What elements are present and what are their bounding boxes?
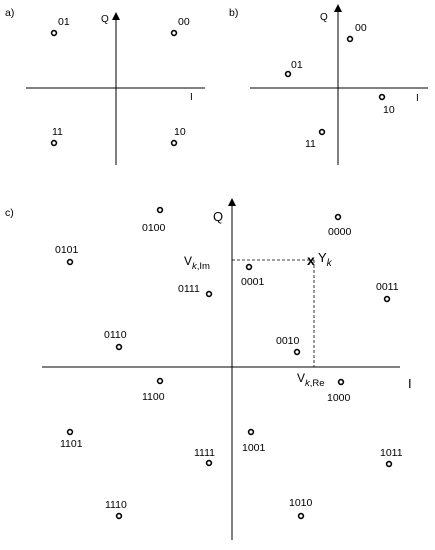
panel-c-point-0000: [334, 213, 342, 221]
panel-a-label-10: 10: [174, 126, 186, 138]
panel-b-q-label: Q: [320, 12, 328, 23]
panel-c-tag: c): [5, 207, 14, 219]
panel-c-point-0010: [293, 348, 301, 356]
panel-a-label-01: 01: [58, 16, 70, 28]
panel-b-label-01: 01: [291, 59, 303, 71]
panel-c-label-0110: 0110: [104, 329, 127, 341]
panel-b-i-label: I: [416, 93, 419, 104]
v-im-base: V: [184, 254, 192, 268]
panel-c-point-1111: [205, 459, 213, 467]
panel-c-point-1000: [337, 378, 345, 386]
panel-b: b) Q I 00 01 10 11: [229, 4, 428, 165]
panel-a-i-label: I: [190, 92, 193, 103]
panel-c-i-label: I: [408, 376, 412, 391]
panel-c-label-1100: 1100: [142, 391, 165, 403]
panel-b-label-11: 11: [305, 138, 316, 150]
panel-c-label-0000: 0000: [328, 226, 352, 238]
panel-c-point-0001: [245, 263, 253, 271]
panel-c-label-1011: 1011: [380, 447, 403, 459]
v-re-base: V: [297, 371, 305, 385]
panel-c-label-1000: 1000: [327, 392, 351, 404]
panel-c-label-0010: 0010: [276, 335, 300, 347]
panel-c-label-0101: 0101: [55, 244, 79, 256]
panel-a-tag: a): [5, 7, 14, 19]
panel-a-point-11: [50, 139, 58, 147]
v-re-sub-k: k: [305, 378, 311, 389]
v-im-sub-rest: ,Im: [197, 261, 210, 272]
received-symbol-x: x: [307, 252, 315, 268]
panel-c-label-0111: 0111: [178, 283, 200, 295]
panel-c-point-0100: [156, 206, 164, 214]
panel-b-point-01: [284, 70, 292, 78]
panel-c-label-1110: 1110: [105, 499, 127, 511]
panel-a-point-10: [170, 139, 178, 147]
received-symbol-sub: k: [327, 258, 333, 269]
panel-c-label-0100: 0100: [142, 222, 166, 234]
panel-b-point-11: [318, 128, 326, 136]
panel-c-point-1001: [247, 428, 255, 436]
panel-c-point-1110: [115, 512, 123, 520]
panel-c-point-1011: [385, 460, 393, 468]
received-symbol-name: Y: [318, 250, 327, 265]
panel-a-point-00: [170, 29, 178, 37]
panel-c-point-0011: [383, 295, 391, 303]
panel-c-label-1111: 1111: [194, 447, 215, 459]
panel-a-q-label: Q: [101, 14, 109, 25]
panel-c-label-0011: 0011: [376, 281, 399, 293]
panel-a-label-11: 11: [52, 126, 63, 138]
panel-b-tag: b): [229, 7, 238, 19]
panel-b-point-10: [378, 93, 386, 101]
panel-c-q-label: Q: [213, 209, 223, 224]
v-im-sub-k: k: [192, 261, 198, 272]
panel-b-label-00: 00: [355, 22, 367, 34]
panel-b-label-10: 10: [383, 104, 395, 116]
panel-c-point-0110: [115, 343, 123, 351]
panel-c-point-1100: [156, 377, 164, 385]
panel-c-point-0111: [205, 290, 213, 298]
received-symbol-label: Yk: [318, 250, 333, 269]
panel-c-point-1010: [297, 512, 305, 520]
panel-c-label-1010: 1010: [289, 497, 313, 509]
panel-a-point-01: [50, 29, 58, 37]
panel-c-label-0001: 0001: [241, 276, 265, 288]
panel-c-point-0101: [66, 258, 74, 266]
v-im-label: Vk,Im: [184, 254, 210, 272]
panel-c: c) Q I x Yk Vk,Im Vk,Re 0100 0000 0101 0…: [5, 198, 412, 540]
v-re-label: Vk,Re: [297, 371, 325, 389]
panel-c-point-1101: [66, 428, 74, 436]
panel-a: a) Q I 01 00 11 10: [5, 7, 205, 165]
panel-b-point-00: [346, 35, 354, 43]
panel-a-label-00: 00: [178, 16, 190, 28]
panel-c-label-1001: 1001: [242, 442, 266, 454]
panel-c-label-1101: 1101: [60, 438, 83, 450]
v-re-sub-rest: ,Re: [310, 378, 325, 389]
